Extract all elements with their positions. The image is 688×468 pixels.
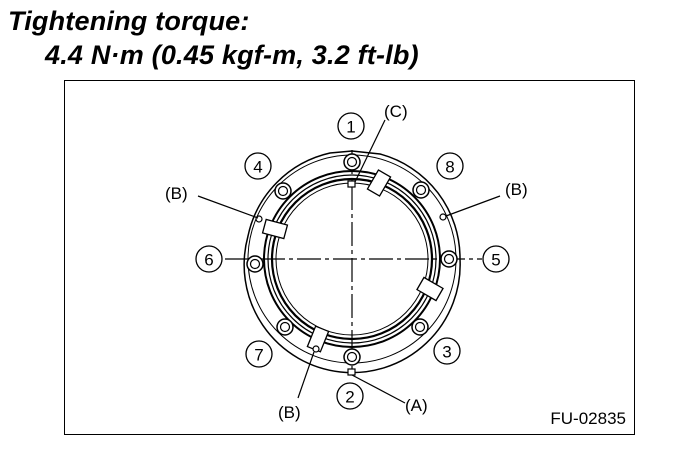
seq-8: 8 [445,158,454,177]
bolt-3 [411,318,429,336]
bolt-5 [440,250,458,268]
seq-1-circle [337,112,365,140]
hole-b-left [255,215,263,223]
figure-code: FU-02835 [550,409,626,428]
diagram-frame [64,80,635,435]
seq-6-circle [195,245,223,273]
label-b-left: (B) [165,184,188,203]
bolt-7 [276,318,294,336]
seq-7-circle [245,340,273,368]
small-features [255,180,447,376]
label-c: (C) [384,102,408,121]
seq-1: 1 [346,118,355,137]
torque-value: 4.4 N·m (0.45 kgf-m, 3.2 ft-lb) [45,40,419,70]
mark-c [347,180,356,188]
bolt-6 [246,255,264,273]
seq-3-circle [433,337,461,365]
leader-lines [197,119,501,404]
label-b-bottom: (B) [278,403,301,422]
seq-2: 2 [345,388,354,407]
bolt-2 [343,348,361,366]
seq-2-circle [336,382,364,410]
bolt-8 [412,181,430,199]
seq-6: 6 [204,251,213,270]
seq-5: 5 [491,251,500,270]
seq-3: 3 [442,343,451,362]
seq-4: 4 [253,158,262,177]
seq-7: 7 [254,346,263,365]
bolt-4 [274,182,292,200]
hole-b-bottom [312,345,320,353]
torque-heading: Tightening torque: [8,6,250,36]
sequence-circles [195,112,510,410]
seq-5-circle [482,245,510,273]
bolts [246,153,458,366]
sequence-numbers: 1 2 3 4 5 6 7 8 [204,118,500,407]
bolt-1 [343,153,361,171]
callout-labels: (B) (B) (B) (C) (A) [165,102,528,422]
seq-4-circle [244,152,272,180]
clamp-tabs [261,169,444,353]
label-a: (A) [405,396,428,415]
label-b-right: (B) [505,180,528,199]
hole-b-right [439,213,447,221]
inner-rings [263,170,441,348]
seq-8-circle [436,152,464,180]
mark-a [347,368,356,376]
